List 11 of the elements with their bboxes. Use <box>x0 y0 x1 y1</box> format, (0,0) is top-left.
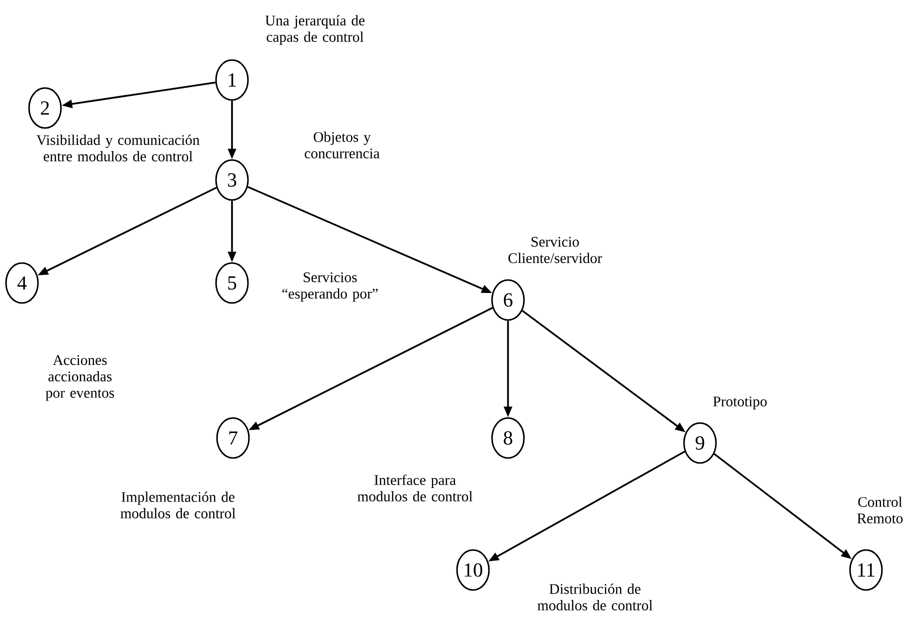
node-caption: Acciones accionadas por eventos <box>46 355 114 401</box>
node-caption: Control Remoto <box>857 496 903 524</box>
node-caption: Distribución de modulos de control <box>538 584 652 610</box>
node-caption: Servicio Cliente/servidor <box>508 236 602 264</box>
node-caption: Implementación de modulos de control <box>120 492 236 518</box>
node-caption: Visibilidad y comunicación entre modulos de control <box>36 134 200 162</box>
node-caption: Servicios “esperando por” <box>282 272 378 302</box>
node-caption: Interface para modulos de control <box>358 474 472 502</box>
node-caption: Una jerarquía de capas de control <box>265 15 364 45</box>
node-caption: Prototipo <box>713 396 767 410</box>
node-caption: Objetos y concurrencia <box>304 132 380 158</box>
